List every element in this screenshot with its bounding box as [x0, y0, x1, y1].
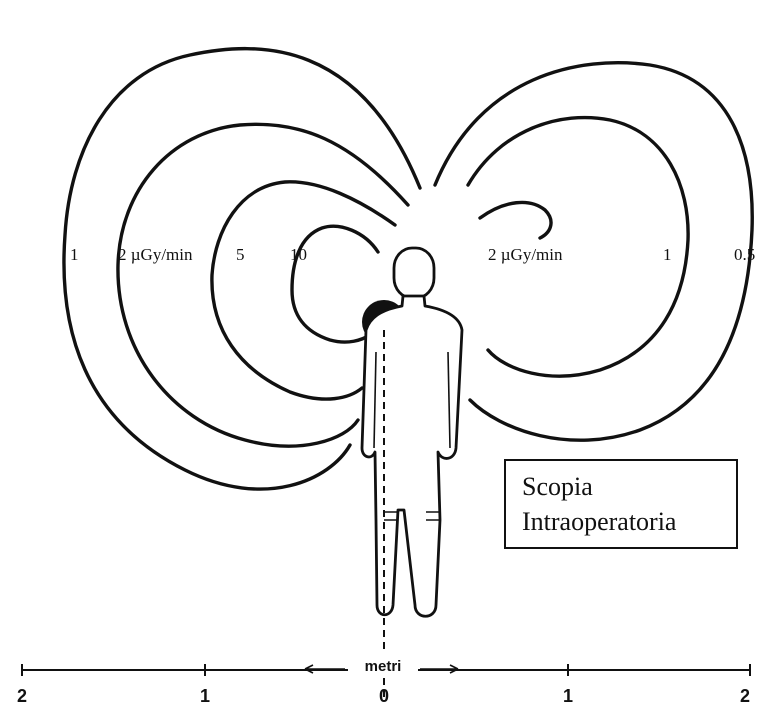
label-left-10: 10: [290, 245, 307, 264]
figure-head: [394, 248, 434, 298]
caption-box: Scopia Intraoperatoria: [505, 460, 737, 548]
scale-right-arrow: [420, 665, 458, 673]
human-figure: [362, 248, 462, 700]
scale-tick-label: 0: [379, 686, 389, 706]
caption-line-2: Intraoperatoria: [522, 507, 677, 536]
scale-unit-label: metri: [365, 658, 402, 675]
scale-tick-label: 2: [17, 686, 27, 706]
scale-tick-label: 1: [563, 686, 573, 706]
label-left-2: 2 µGy/min: [118, 245, 193, 264]
figure-body: [362, 296, 462, 616]
label-left-5: 5: [236, 245, 245, 264]
right-isodose-curves: [435, 63, 752, 441]
label-right-2: 2 µGy/min: [488, 245, 563, 264]
caption-line-1: Scopia: [522, 472, 593, 501]
label-right-1: 1: [663, 245, 672, 264]
right-isodose-2-curve: [480, 202, 551, 238]
scale-tick-label: 2: [740, 686, 750, 706]
scale-left-arrow: [305, 665, 345, 673]
scale-tick-label: 1: [200, 686, 210, 706]
label-right-05: 0.5: [734, 245, 755, 264]
label-left-1: 1: [70, 245, 79, 264]
